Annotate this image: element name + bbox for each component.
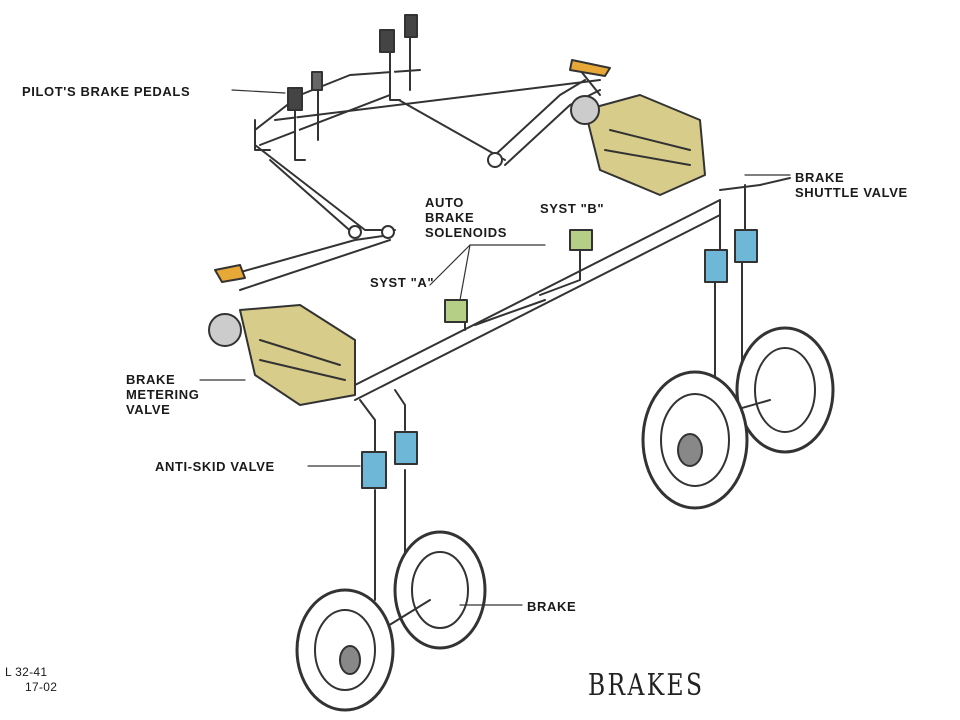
left-anti-skid-valve-a xyxy=(361,451,387,489)
brake-metering-valve-label: BRAKE METERING VALVE xyxy=(126,372,200,417)
pilots-brake-pedals-label: PILOT'S BRAKE PEDALS xyxy=(22,84,191,99)
right-anti-skid-valve-b xyxy=(734,229,758,263)
pedal-linkage xyxy=(229,69,601,291)
brake-label: BRAKE xyxy=(527,599,577,614)
left-main-gear-wheels xyxy=(295,530,487,712)
label-leaders xyxy=(199,89,791,606)
right-brake-metering-valve xyxy=(570,94,706,196)
figure-reference: L 32-41 17-02 xyxy=(5,665,58,694)
syst-b-solenoid xyxy=(569,229,593,251)
syst-b-label: SYST "B" xyxy=(540,201,605,216)
auto-brake-solenoids-label: AUTO BRAKE SOLENOIDS xyxy=(425,195,507,240)
left-brake-metering-valve xyxy=(208,304,356,406)
right-anti-skid-valve-a xyxy=(704,249,728,283)
left-anti-skid-valve-b xyxy=(394,431,418,465)
diagram-title: BRAKES xyxy=(588,668,705,703)
syst-a-label: SYST "A" xyxy=(370,275,435,290)
hydraulic-lines xyxy=(354,177,791,601)
pedal-crank-right xyxy=(569,59,611,77)
pedal-crank-left xyxy=(214,264,246,283)
right-main-gear-wheels xyxy=(641,326,835,510)
anti-skid-valve-label: ANTI-SKID VALVE xyxy=(155,459,275,474)
syst-a-solenoid xyxy=(444,299,468,323)
brake-shuttle-valve-label: BRAKE SHUTTLE VALVE xyxy=(795,170,908,200)
brake-pedals xyxy=(287,14,503,239)
